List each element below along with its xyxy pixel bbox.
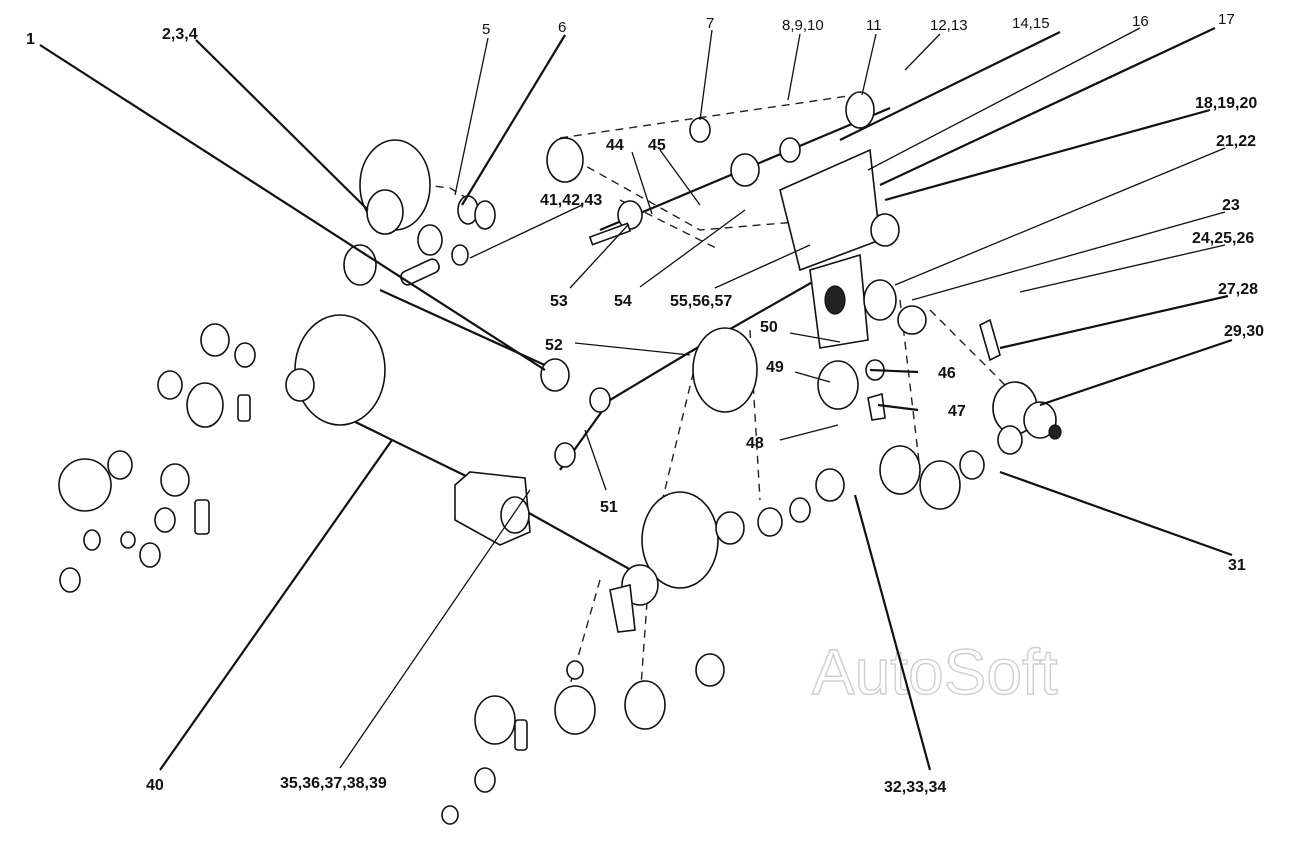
callout-2-3-4: 2,3,4 [162,26,198,43]
callout-54: 54 [614,293,632,310]
watermark: AutoSoft [812,636,1058,708]
callout-6: 6 [558,19,566,36]
callout-55-56-57: 55,56,57 [670,293,732,310]
leader-lines [39,27,1233,771]
callout-1: 1 [26,31,35,48]
callout-27-28: 27,28 [1218,281,1258,298]
callout-31: 31 [1228,557,1246,574]
callout-51: 51 [600,499,618,516]
callout-24-25-26: 24,25,26 [1192,230,1254,247]
callout-labels: 1 2,3,4 5 6 7 8,9,10 11 12,13 14,15 16 1… [26,11,1264,796]
callout-40: 40 [146,777,164,794]
callout-44: 44 [606,137,624,154]
callout-18-19-20: 18,19,20 [1195,95,1257,112]
callout-47: 47 [948,403,966,420]
callout-29-30: 29,30 [1224,323,1264,340]
callout-14-15: 14,15 [1012,15,1050,32]
callout-41-42-43: 41,42,43 [540,192,602,209]
callout-11: 11 [866,17,882,34]
callout-17: 17 [1218,11,1235,28]
callout-32-33-34: 32,33,34 [884,779,946,796]
callout-12-13: 12,13 [930,17,968,34]
mechanism-drawing [58,91,1062,825]
callout-16: 16 [1132,13,1149,30]
callout-50: 50 [760,319,778,336]
callout-21-22: 21,22 [1216,133,1256,150]
callout-35-36-37-38-39: 35,36,37,38,39 [280,775,387,792]
callout-8-9-10: 8,9,10 [782,17,824,34]
callout-5: 5 [482,21,490,38]
callout-46: 46 [938,365,956,382]
callout-53: 53 [550,293,568,310]
callout-23: 23 [1222,197,1240,214]
callout-48: 48 [746,435,764,452]
callout-7: 7 [706,15,714,32]
callout-49: 49 [766,359,784,376]
callout-52: 52 [545,337,563,354]
callout-45: 45 [648,137,666,154]
